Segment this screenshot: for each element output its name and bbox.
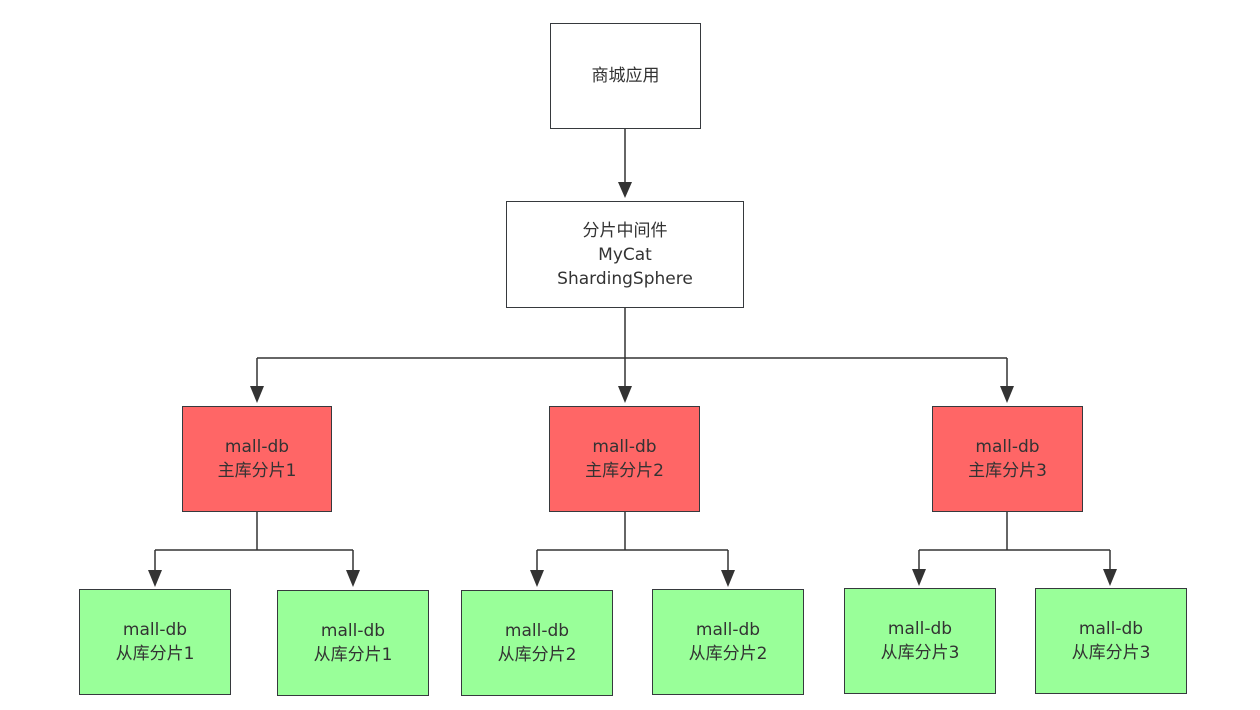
connector-app-to-middleware: [618, 129, 632, 198]
master-node-2: mall-db 主库分片2: [549, 406, 700, 512]
master-db-name: mall-db: [224, 437, 290, 457]
connector-master3-to-slaves: [912, 512, 1117, 586]
slave-shard-label: 从库分片1: [313, 645, 393, 665]
slave-shard-label: 从库分片2: [688, 644, 768, 664]
slave-shard-label: 从库分片1: [115, 644, 195, 664]
middleware-node: 分片中间件 MyCat ShardingSphere: [506, 201, 744, 308]
master-db-name: mall-db: [592, 437, 657, 457]
middleware-shardingsphere: ShardingSphere: [557, 268, 693, 289]
master-node-1: mall-db 主库分片1: [182, 406, 332, 512]
middleware-mycat: MyCat: [598, 244, 652, 265]
slave-db-name: mall-db: [320, 621, 386, 641]
slave-node-3b: mall-db 从库分片3: [1035, 588, 1187, 694]
slave-db-name: mall-db: [887, 619, 953, 639]
slave-db-name: mall-db: [695, 620, 761, 640]
slave-shard-label: 从库分片3: [880, 643, 960, 663]
slave-db-name: mall-db: [122, 620, 188, 640]
slave-node-1b: mall-db 从库分片1: [277, 590, 429, 696]
middleware-title: 分片中间件: [582, 220, 668, 241]
connector-middleware-to-masters: [250, 308, 1014, 403]
slave-db-name: mall-db: [504, 621, 570, 641]
slave-node-1a: mall-db 从库分片1: [79, 589, 231, 695]
slave-db-name: mall-db: [1078, 619, 1144, 639]
master-db-name: mall-db: [975, 437, 1040, 457]
slave-node-2a: mall-db 从库分片2: [461, 590, 613, 696]
slave-shard-label: 从库分片2: [497, 645, 577, 665]
master-shard-label: 主库分片1: [217, 461, 297, 481]
master-shard-label: 主库分片2: [585, 461, 664, 481]
app-label: 商城应用: [591, 66, 660, 86]
master-shard-label: 主库分片3: [968, 461, 1047, 481]
connector-master1-to-slaves: [148, 512, 360, 587]
slave-node-3a: mall-db 从库分片3: [844, 588, 996, 694]
slave-node-2b: mall-db 从库分片2: [652, 589, 804, 695]
master-node-3: mall-db 主库分片3: [932, 406, 1083, 512]
app-node: 商城应用: [550, 23, 701, 129]
connector-master2-to-slaves: [530, 512, 735, 587]
slave-shard-label: 从库分片3: [1071, 643, 1151, 663]
